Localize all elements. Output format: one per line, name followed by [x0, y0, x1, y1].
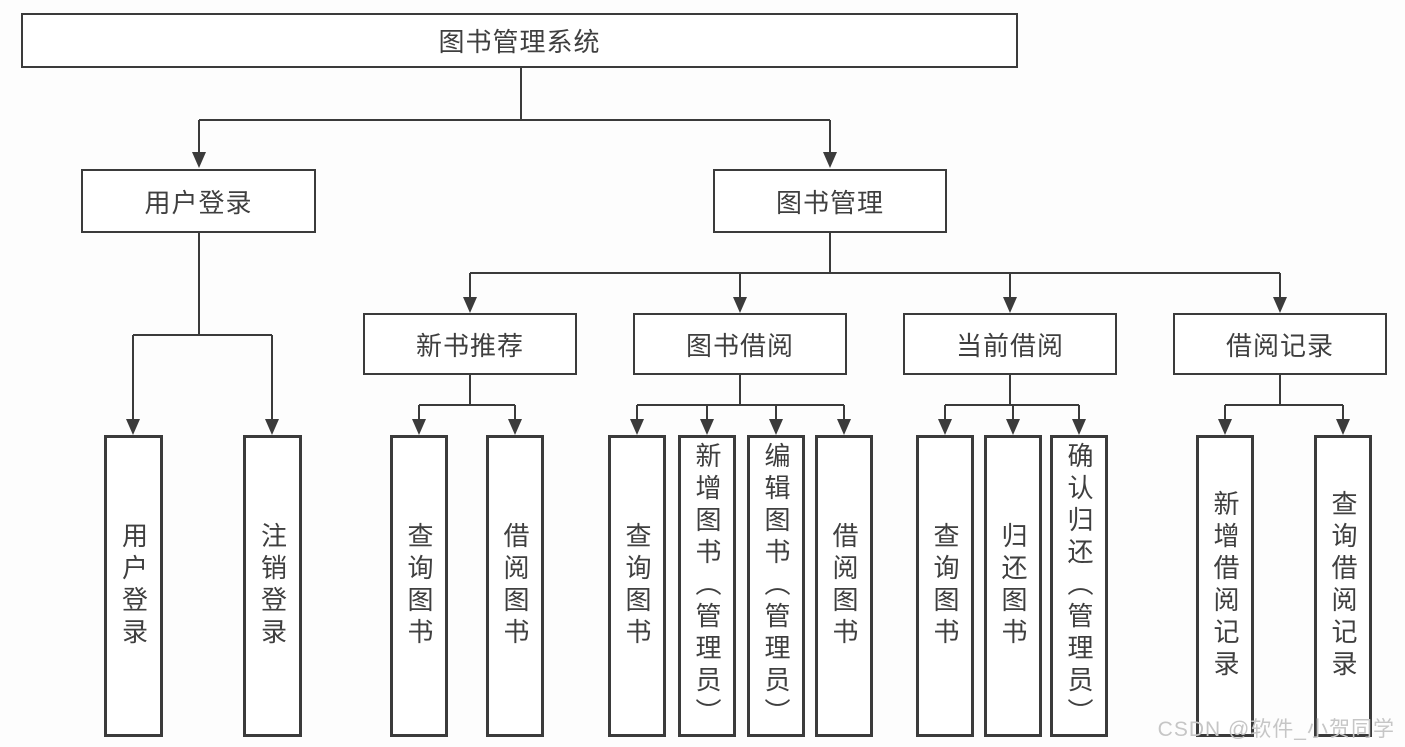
leaf-add-books-admin: 新增图书（管理员） — [678, 435, 736, 737]
leaf-edit-books-admin: 编辑图书（管理员） — [747, 435, 805, 737]
node-label: 当前借阅 — [955, 330, 1064, 361]
csdn-watermark: CSDN @软件_小贺同学 — [1157, 718, 1395, 741]
node-new-book-recommend: 新书推荐 — [363, 313, 577, 375]
node-label: 图书管理 — [775, 187, 884, 218]
leaf-add-borrow-record: 新增借阅记录 — [1196, 435, 1254, 737]
node-book-borrow: 图书借阅 — [633, 313, 847, 375]
leaf-current-query-books: 查询图书 — [916, 435, 974, 737]
leaf-recommend-borrow-books: 借阅图书 — [486, 435, 544, 737]
leaf-label: 查询图书 — [404, 522, 434, 650]
leaf-label: 新增图书（管理员） — [692, 442, 722, 730]
leaf-query-borrow-record: 查询借阅记录 — [1314, 435, 1372, 737]
leaf-user-login: 用户登录 — [104, 435, 163, 737]
leaf-confirm-return-admin: 确认归还（管理员） — [1050, 435, 1108, 737]
leaf-label: 借阅图书 — [500, 522, 530, 650]
node-book-management: 图书管理 — [713, 169, 947, 233]
arrowheads — [126, 152, 1350, 435]
leaf-label: 归还图书 — [998, 522, 1028, 650]
node-current-borrow: 当前借阅 — [903, 313, 1117, 375]
node-user-login: 用户登录 — [81, 169, 316, 233]
leaf-label: 用户登录 — [118, 522, 149, 650]
leaf-label: 编辑图书（管理员） — [761, 442, 791, 730]
node-label: 图书管理系统 — [438, 27, 601, 57]
leaf-recommend-query-books: 查询图书 — [390, 435, 448, 737]
leaf-label: 确认归还（管理员） — [1064, 442, 1094, 730]
node-library-management-system: 图书管理系统 — [21, 13, 1018, 68]
node-label: 图书借阅 — [685, 330, 794, 361]
node-borrow-records: 借阅记录 — [1173, 313, 1387, 375]
leaf-borrow-query-books: 查询图书 — [608, 435, 666, 737]
node-label: 用户登录 — [144, 187, 253, 218]
node-label: 新书推荐 — [415, 330, 524, 361]
leaf-label: 查询图书 — [930, 522, 960, 650]
leaf-label: 注销登录 — [257, 522, 288, 650]
leaf-label: 查询图书 — [622, 522, 652, 650]
leaf-label: 新增借阅记录 — [1210, 490, 1240, 682]
leaf-logout-login: 注销登录 — [243, 435, 302, 737]
node-label: 借阅记录 — [1225, 330, 1334, 361]
leaf-label: 借阅图书 — [829, 522, 859, 650]
leaf-borrow-books: 借阅图书 — [815, 435, 873, 737]
leaf-label: 查询借阅记录 — [1328, 490, 1358, 682]
leaf-return-books: 归还图书 — [984, 435, 1042, 737]
